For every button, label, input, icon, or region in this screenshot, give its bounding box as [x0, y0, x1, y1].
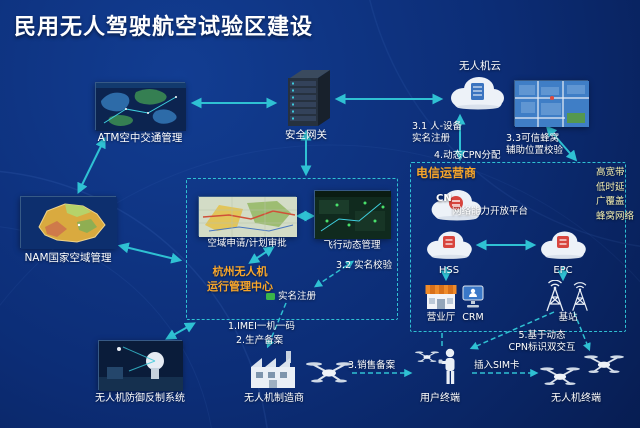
open-platform-label: 网络能力开放平台: [452, 206, 529, 217]
realname-register-label: 实名注册: [278, 291, 317, 302]
crm-label: CRM: [462, 312, 484, 323]
security-gateway-icon: [282, 66, 334, 126]
manufacturer-label: 无人机制造商: [244, 393, 304, 404]
atm-label: ATM空中交通管理: [97, 132, 183, 144]
hss-cloud-icon: [422, 226, 476, 264]
gateway-label: 安全网关: [285, 129, 327, 141]
user-terminal-label: 用户终端: [420, 393, 460, 404]
operation-center-box: [186, 178, 398, 320]
drone-icon: [304, 356, 354, 386]
crm-icon: [462, 284, 484, 311]
telecom-title: 电信运营商: [416, 166, 477, 180]
page-title: 民用无人驾驶航空试验区建设: [14, 15, 314, 40]
nam-label: NAM国家空域管理: [24, 252, 112, 264]
nam-map-image: [20, 196, 117, 249]
annotation-1: 1.IMEI一机一码: [228, 321, 295, 332]
cn-platform-cloud-icon: [426, 184, 486, 226]
business-hall-icon: [424, 281, 458, 311]
uav-cloud-label: 无人机云: [459, 60, 501, 72]
base-station-icon: [544, 280, 592, 312]
annotation-3-1: 3.1 人-设备 实名注册: [412, 121, 463, 145]
realname-register-row: 实名注册: [266, 291, 316, 303]
business-hall-label: 营业厅: [426, 312, 456, 323]
factory-icon: [250, 350, 296, 390]
annotation-3: 3.销售备案: [348, 360, 396, 371]
defense-system-image: [98, 340, 183, 391]
annotation-3-2: 3.2 实名校验: [336, 260, 393, 271]
cn-label: CN: [436, 193, 452, 204]
annotation-3-3: 3.3可信蜂窝 辅助位置校验: [506, 133, 564, 157]
hangzhou-center-label: 杭州无人机 运行管理中心: [207, 265, 273, 293]
network-note: 高宽带 低时延 广覆盖 蜂窝网络: [596, 167, 635, 223]
atm-map-image: [95, 82, 186, 131]
annotation-2: 2.生产备案: [236, 335, 284, 346]
defense-label: 无人机防御反制系统: [95, 393, 185, 404]
flight-management-image: [314, 190, 391, 239]
uav-cloud-icon: [444, 70, 510, 116]
annotation-5: 5.基于动态 CPN标识双交互: [508, 330, 576, 354]
id-badge-icon: [266, 293, 275, 300]
uav-terminal-label: 无人机终端: [551, 393, 601, 404]
hss-label: HSS: [438, 265, 460, 276]
cloud-map-image: [514, 80, 589, 127]
epc-label: EPC: [553, 265, 573, 276]
sim-annotation: 插入SIM卡: [474, 360, 520, 371]
uav-terminal-drones-icon: [538, 350, 626, 390]
airspace-label: 空域申请/计划审批: [207, 238, 287, 249]
annotation-4: 4.动态CPN分配: [434, 150, 501, 161]
flight-label: 飞行动态管理: [323, 240, 381, 251]
user-terminal-icon: [414, 344, 464, 390]
epc-cloud-icon: [536, 226, 590, 264]
airspace-approval-image: [198, 196, 297, 237]
base-station-label: 基站: [558, 312, 578, 323]
